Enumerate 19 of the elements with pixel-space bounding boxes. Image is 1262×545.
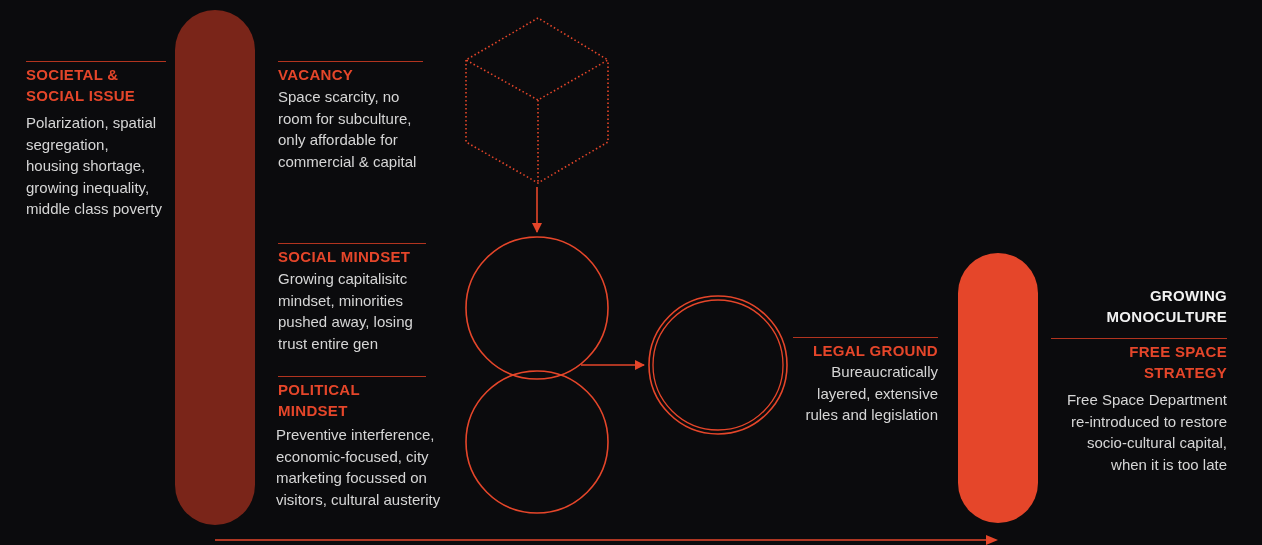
- double-circle: [648, 295, 788, 435]
- description-text: Growing capitalisitc mindset, minorities pushed away, losing trust entire gen: [278, 269, 414, 354]
- section-heading: POLITICAL MINDSET: [278, 376, 426, 421]
- section-heading: GROWING MONOCULTURE: [1105, 286, 1227, 327]
- section-heading: VACANCY: [278, 61, 423, 85]
- section-heading: FREE SPACE STRATEGY: [1051, 338, 1227, 383]
- circle: [465, 370, 609, 514]
- section-heading: SOCIAL MINDSET: [278, 243, 426, 267]
- description-text: Preventive interference, economic-focused, city marketing focussed on visitors, cultural austerity: [276, 425, 442, 510]
- description-text: Bureaucratically layered, extensive rules and legislation: [804, 362, 938, 425]
- arrow: [532, 186, 542, 233]
- description-text: Free Space Department re-introduced to restore socio-cultural capital, when it is too late: [1065, 390, 1227, 475]
- description-text: Polarization, spatial segregation, housing shortage, growing inequality, middle class poverty: [26, 113, 163, 219]
- arrow: [580, 360, 645, 370]
- dotted-cube-drawing: [462, 14, 612, 187]
- section-heading: SOCIETAL & SOCIAL ISSUE: [26, 61, 166, 106]
- description-text: Space scarcity, no room for subculture, only affordable for commercial & capital: [278, 87, 418, 172]
- section-heading: LEGAL GROUND: [793, 337, 938, 361]
- circle: [465, 236, 609, 380]
